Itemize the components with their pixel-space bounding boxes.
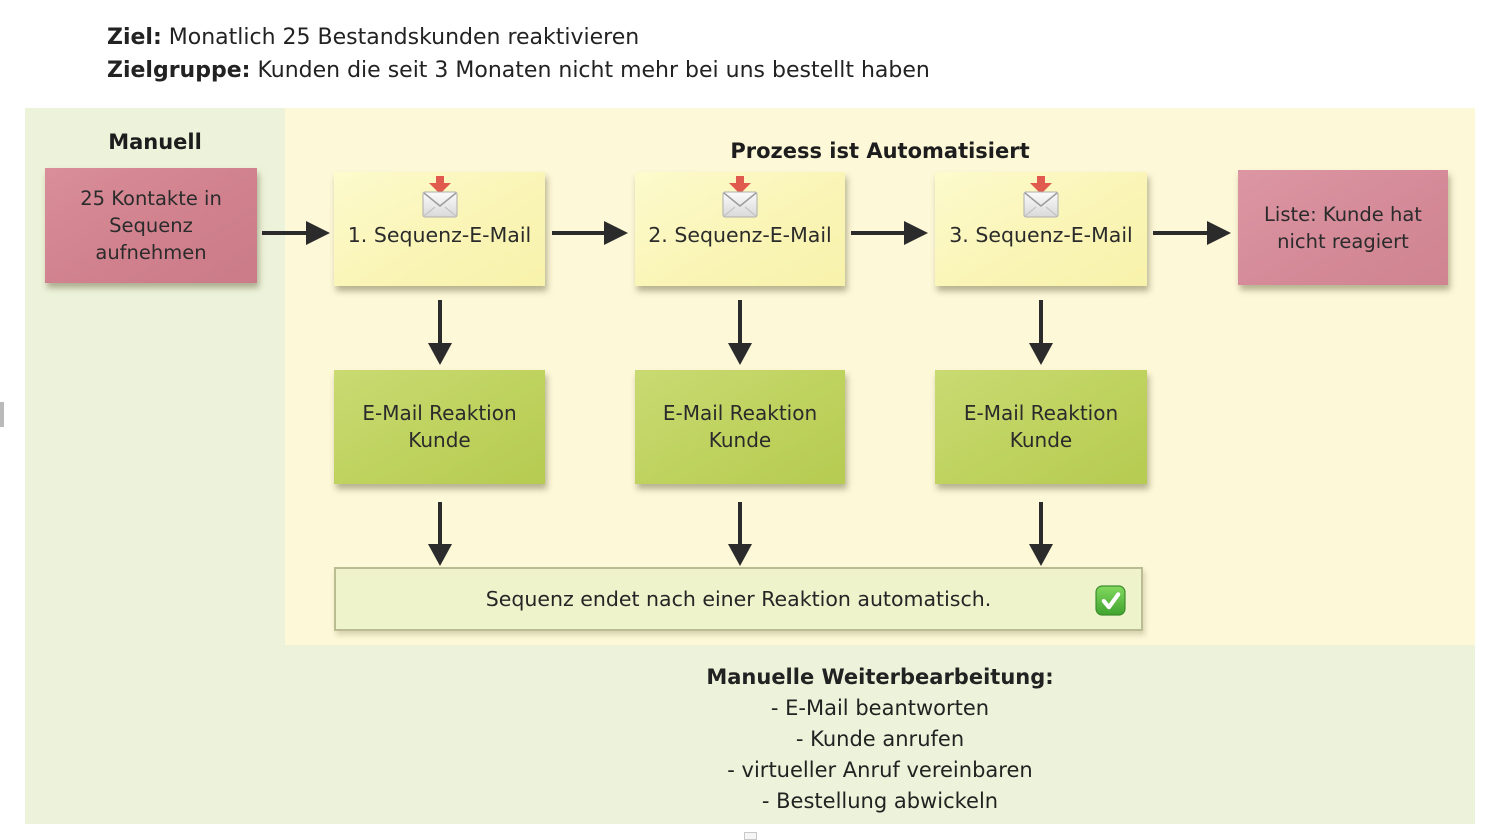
- note-sequence-email-2: 2. Sequenz-E-Mail: [635, 172, 845, 286]
- note-list-no-reaction: Liste: Kunde hat nicht reagiert: [1238, 170, 1448, 285]
- note-email-reaction-3: E-Mail Reaktion Kunde: [935, 370, 1147, 484]
- manual-section-label: Manuell: [108, 130, 202, 154]
- goal-line: Ziel: Monatlich 25 Bestandskunden reakti…: [107, 21, 930, 54]
- banner-text: Sequenz endet nach einer Reaktion automa…: [485, 587, 992, 611]
- followup-title: Manuelle Weiterbearbeitung:: [706, 665, 1054, 689]
- audience-text: Kunden die seit 3 Monaten nicht mehr bei…: [257, 58, 930, 83]
- note-line: 25 Kontakte in: [80, 187, 222, 210]
- sequence-end-banner: Sequenz endet nach einer Reaktion automa…: [334, 567, 1143, 631]
- note-line: Sequenz: [109, 214, 193, 237]
- note-line: E-Mail Reaktion: [963, 401, 1119, 425]
- arrow-down-seq2-to-reaction2: [728, 300, 752, 365]
- note-sequence-email-1: 1. Sequenz-E-Mail: [334, 172, 545, 286]
- note-line: Kunde: [708, 428, 772, 452]
- audience-line: Zielgruppe: Kunden die seit 3 Monaten ni…: [107, 54, 930, 87]
- note-email-reaction-1: E-Mail Reaktion Kunde: [334, 370, 545, 484]
- goal-label: Ziel:: [107, 25, 162, 50]
- arrow-right-seq3-to-list: [1153, 221, 1231, 245]
- followup-item: - E-Mail beantworten: [770, 696, 990, 720]
- arrow-down-reaction3-to-banner: [1029, 502, 1053, 566]
- arrow-down-reaction1-to-banner: [428, 502, 452, 566]
- note-sequence-email-3: 3. Sequenz-E-Mail: [935, 172, 1147, 286]
- incoming-envelope-icon: [422, 176, 457, 218]
- note-line: E-Mail Reaktion: [662, 401, 818, 425]
- bottom-edge-artifact: [744, 832, 757, 840]
- followup-block: Manuelle Weiterbearbeitung: - E-Mail bea…: [285, 662, 1475, 817]
- left-edge-artifact: [0, 402, 4, 427]
- note-line: E-Mail Reaktion: [362, 401, 517, 425]
- automated-section-label: Prozess ist Automatisiert: [730, 139, 1030, 163]
- arrow-right-start-to-seq1: [262, 221, 330, 245]
- arrow-down-seq1-to-reaction1: [428, 300, 452, 365]
- note-line: nicht reagiert: [1277, 229, 1409, 253]
- note-line: aufnehmen: [95, 241, 207, 264]
- check-mark-button-icon: [1095, 585, 1126, 616]
- incoming-envelope-icon: [722, 176, 758, 218]
- note-email-reaction-2: E-Mail Reaktion Kunde: [635, 370, 845, 484]
- arrow-down-reaction2-to-banner: [728, 502, 752, 566]
- arrow-right-seq2-to-seq3: [851, 221, 928, 245]
- note-line: Kunde: [1009, 428, 1073, 452]
- followup-item: - Bestellung abwickeln: [761, 789, 999, 813]
- arrow-right-seq1-to-seq2: [552, 221, 628, 245]
- note-label: 2. Sequenz-E-Mail: [648, 223, 832, 247]
- note-add-contacts: 25 Kontakte in Sequenz aufnehmen: [45, 168, 257, 283]
- audience-label: Zielgruppe:: [107, 58, 251, 83]
- incoming-envelope-icon: [1023, 176, 1059, 218]
- followup-item: - virtueller Anruf vereinbaren: [727, 758, 1033, 782]
- note-label: 3. Sequenz-E-Mail: [949, 223, 1133, 247]
- note-line: Liste: Kunde hat: [1264, 202, 1422, 226]
- header-text: Ziel: Monatlich 25 Bestandskunden reakti…: [107, 21, 930, 87]
- goal-text: Monatlich 25 Bestandskunden reaktivieren: [168, 25, 640, 50]
- note-line: Kunde: [408, 428, 471, 452]
- arrow-down-seq3-to-reaction3: [1029, 300, 1053, 365]
- note-label: 1. Sequenz-E-Mail: [347, 223, 532, 247]
- followup-item: - Kunde anrufen: [795, 727, 965, 751]
